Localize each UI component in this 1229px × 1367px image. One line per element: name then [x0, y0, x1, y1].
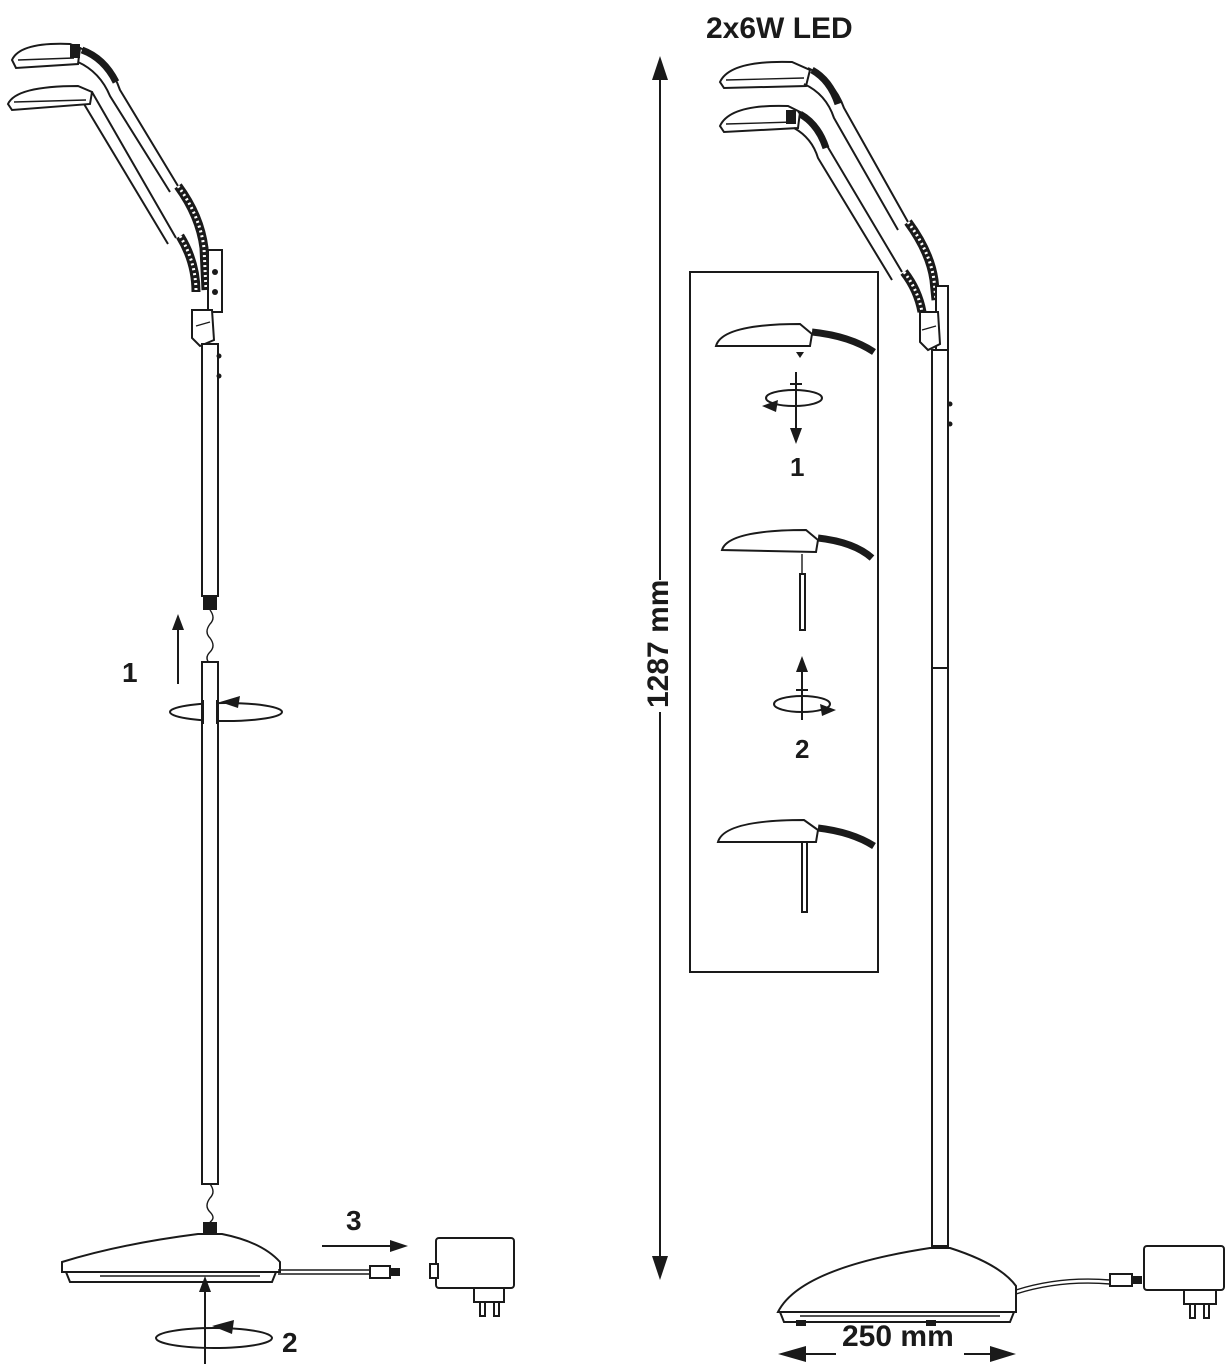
rotate-arrow-pole — [169, 696, 283, 724]
right-arm-upper — [803, 66, 941, 301]
pole-thread — [203, 1222, 217, 1234]
step3-label: 3 — [346, 1205, 362, 1236]
inset-panel: 1 2 — [689, 271, 879, 973]
inset-rotate-1 — [762, 372, 823, 444]
left-lamp-assembly: 1 — [6, 42, 515, 1364]
lamp-base-left — [61, 1233, 400, 1283]
step2-arrows — [155, 1276, 273, 1364]
right-power-adapter — [1143, 1245, 1225, 1319]
wire-lower — [206, 1183, 214, 1223]
lamp-arm-lower — [83, 91, 201, 293]
height-label: 1287 mm — [642, 580, 675, 708]
width-dimension — [778, 1346, 1016, 1362]
lamp-head-lower — [6, 84, 94, 112]
right-head-lower — [718, 104, 802, 134]
inset-head-3 — [716, 818, 876, 913]
right-pole — [931, 349, 949, 1247]
inset-step2-label: 2 — [795, 734, 809, 764]
power-adapter-left — [429, 1237, 515, 1317]
right-base — [776, 1247, 1142, 1326]
step1-label: 1 — [122, 657, 138, 688]
right-head-upper — [718, 60, 812, 90]
width-label: 250 mm — [842, 1320, 954, 1353]
inset-rotate-2 — [773, 656, 836, 720]
step3-arrow — [322, 1240, 408, 1252]
pole-upper — [201, 343, 222, 665]
lamp-arm-upper — [77, 46, 211, 291]
step2-label: 2 — [282, 1327, 298, 1358]
right-arm-lower — [793, 110, 927, 313]
right-lamp-assembled — [718, 60, 1225, 1326]
title-label: 2x6W LED — [706, 12, 853, 45]
height-dimension — [652, 56, 668, 1280]
inset-step1-label: 1 — [790, 452, 804, 482]
inset-head-2 — [720, 528, 875, 631]
pole-lower — [201, 661, 219, 1185]
inset-head-1 — [714, 322, 876, 358]
lamp-head-upper — [10, 42, 82, 70]
lamp-joint — [191, 249, 223, 348]
step1-arrow — [172, 614, 184, 684]
